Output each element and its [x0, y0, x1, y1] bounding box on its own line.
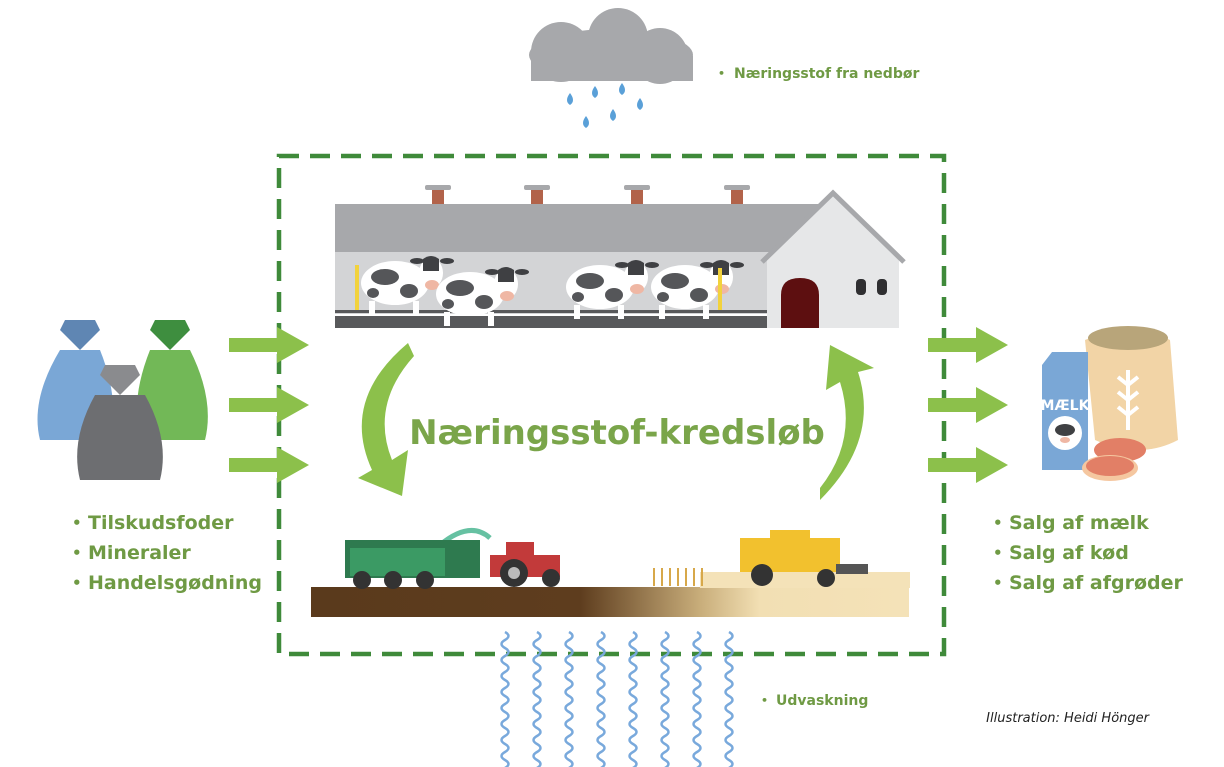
leaching-label: Udvaskning: [776, 693, 868, 709]
leaching-wave: [500, 630, 510, 767]
inputs-list: • Tilskudsfoder • Mineraler • Handelsgød…: [72, 512, 262, 594]
feed-bags-icon: [37, 320, 208, 480]
leaching-bullet: •: [761, 694, 768, 707]
output-arrow-icon: [928, 447, 1008, 483]
field-illustration: [311, 528, 910, 617]
input-arrow-icon: [229, 327, 309, 363]
input-item: Tilskudsfoder: [88, 512, 234, 534]
illustration-credit: Illustration: Heidi Hönger: [986, 711, 1150, 726]
cycle-arrow-up-icon: [820, 345, 874, 500]
diagram-title: Næringsstof-kredsløb: [409, 413, 825, 453]
input-item: Handelsgødning: [88, 572, 262, 594]
precipitation-label: Næringsstof fra nedbør: [734, 66, 919, 82]
input-arrow-icon: [229, 387, 309, 423]
output-bullet: •: [993, 574, 1003, 592]
barn-door: [781, 278, 819, 328]
precipitation-bullet: •: [718, 67, 725, 80]
barn-illustration: [335, 185, 906, 328]
wheat-stalks: [653, 568, 703, 586]
outputs-list: • Salg af mælk • Salg af kød • Salg af a…: [993, 512, 1184, 594]
leaching-wave: [660, 630, 670, 767]
rain-cloud-icon: [529, 8, 693, 84]
input-arrow-icon: [229, 447, 309, 483]
leaching-wave: [692, 630, 702, 767]
leaching-wave: [564, 630, 574, 767]
input-bullet: •: [72, 544, 82, 562]
input-item: Mineraler: [88, 542, 191, 564]
output-arrow-icon: [928, 387, 1008, 423]
input-bullet: •: [72, 574, 82, 592]
leaching-wave: [628, 630, 638, 767]
output-item: Salg af mælk: [1009, 512, 1149, 534]
leaching-wave: [532, 630, 542, 767]
combine-harvester: [740, 530, 868, 587]
output-bullet: •: [993, 544, 1003, 562]
output-bullet: •: [993, 514, 1003, 532]
output-item: Salg af afgrøder: [1009, 572, 1184, 594]
input-bullet: •: [72, 514, 82, 532]
products-icon: MÆLK: [1041, 326, 1178, 481]
cycle-arrow-down-icon: [358, 343, 414, 496]
output-arrow-icon: [928, 327, 1008, 363]
leaching-waves-icon: [500, 630, 734, 767]
milk-carton-label: MÆLK: [1041, 398, 1091, 414]
output-item: Salg af kød: [1009, 542, 1129, 564]
raindrops-icon: [567, 83, 643, 128]
tractor: [490, 542, 560, 587]
leaching-wave: [724, 630, 734, 767]
leaching-wave: [596, 630, 606, 767]
manure-spreader: [345, 528, 492, 589]
chimneys: [425, 185, 750, 205]
